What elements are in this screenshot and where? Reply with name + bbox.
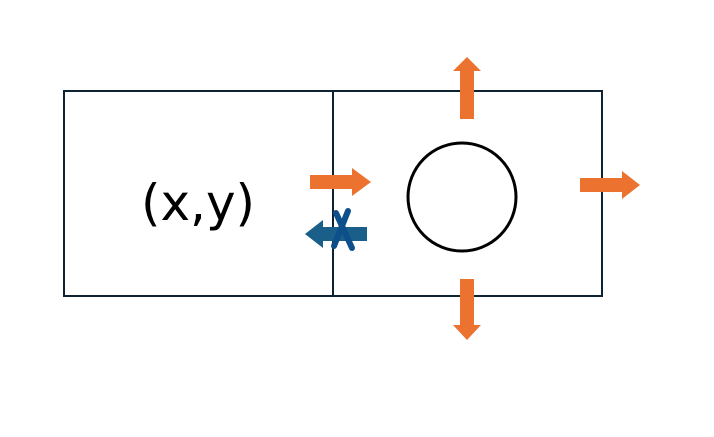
arrow-down-icon <box>453 279 481 340</box>
arrow-right-out-icon <box>580 171 640 199</box>
arrow-up-icon <box>453 57 481 119</box>
arrow-right-into-cell-icon <box>310 168 371 196</box>
agent-circle-icon <box>406 141 518 253</box>
cross-mark-icon <box>331 208 355 251</box>
cell-label: (x,y) <box>141 174 255 232</box>
right-cell <box>332 90 603 297</box>
